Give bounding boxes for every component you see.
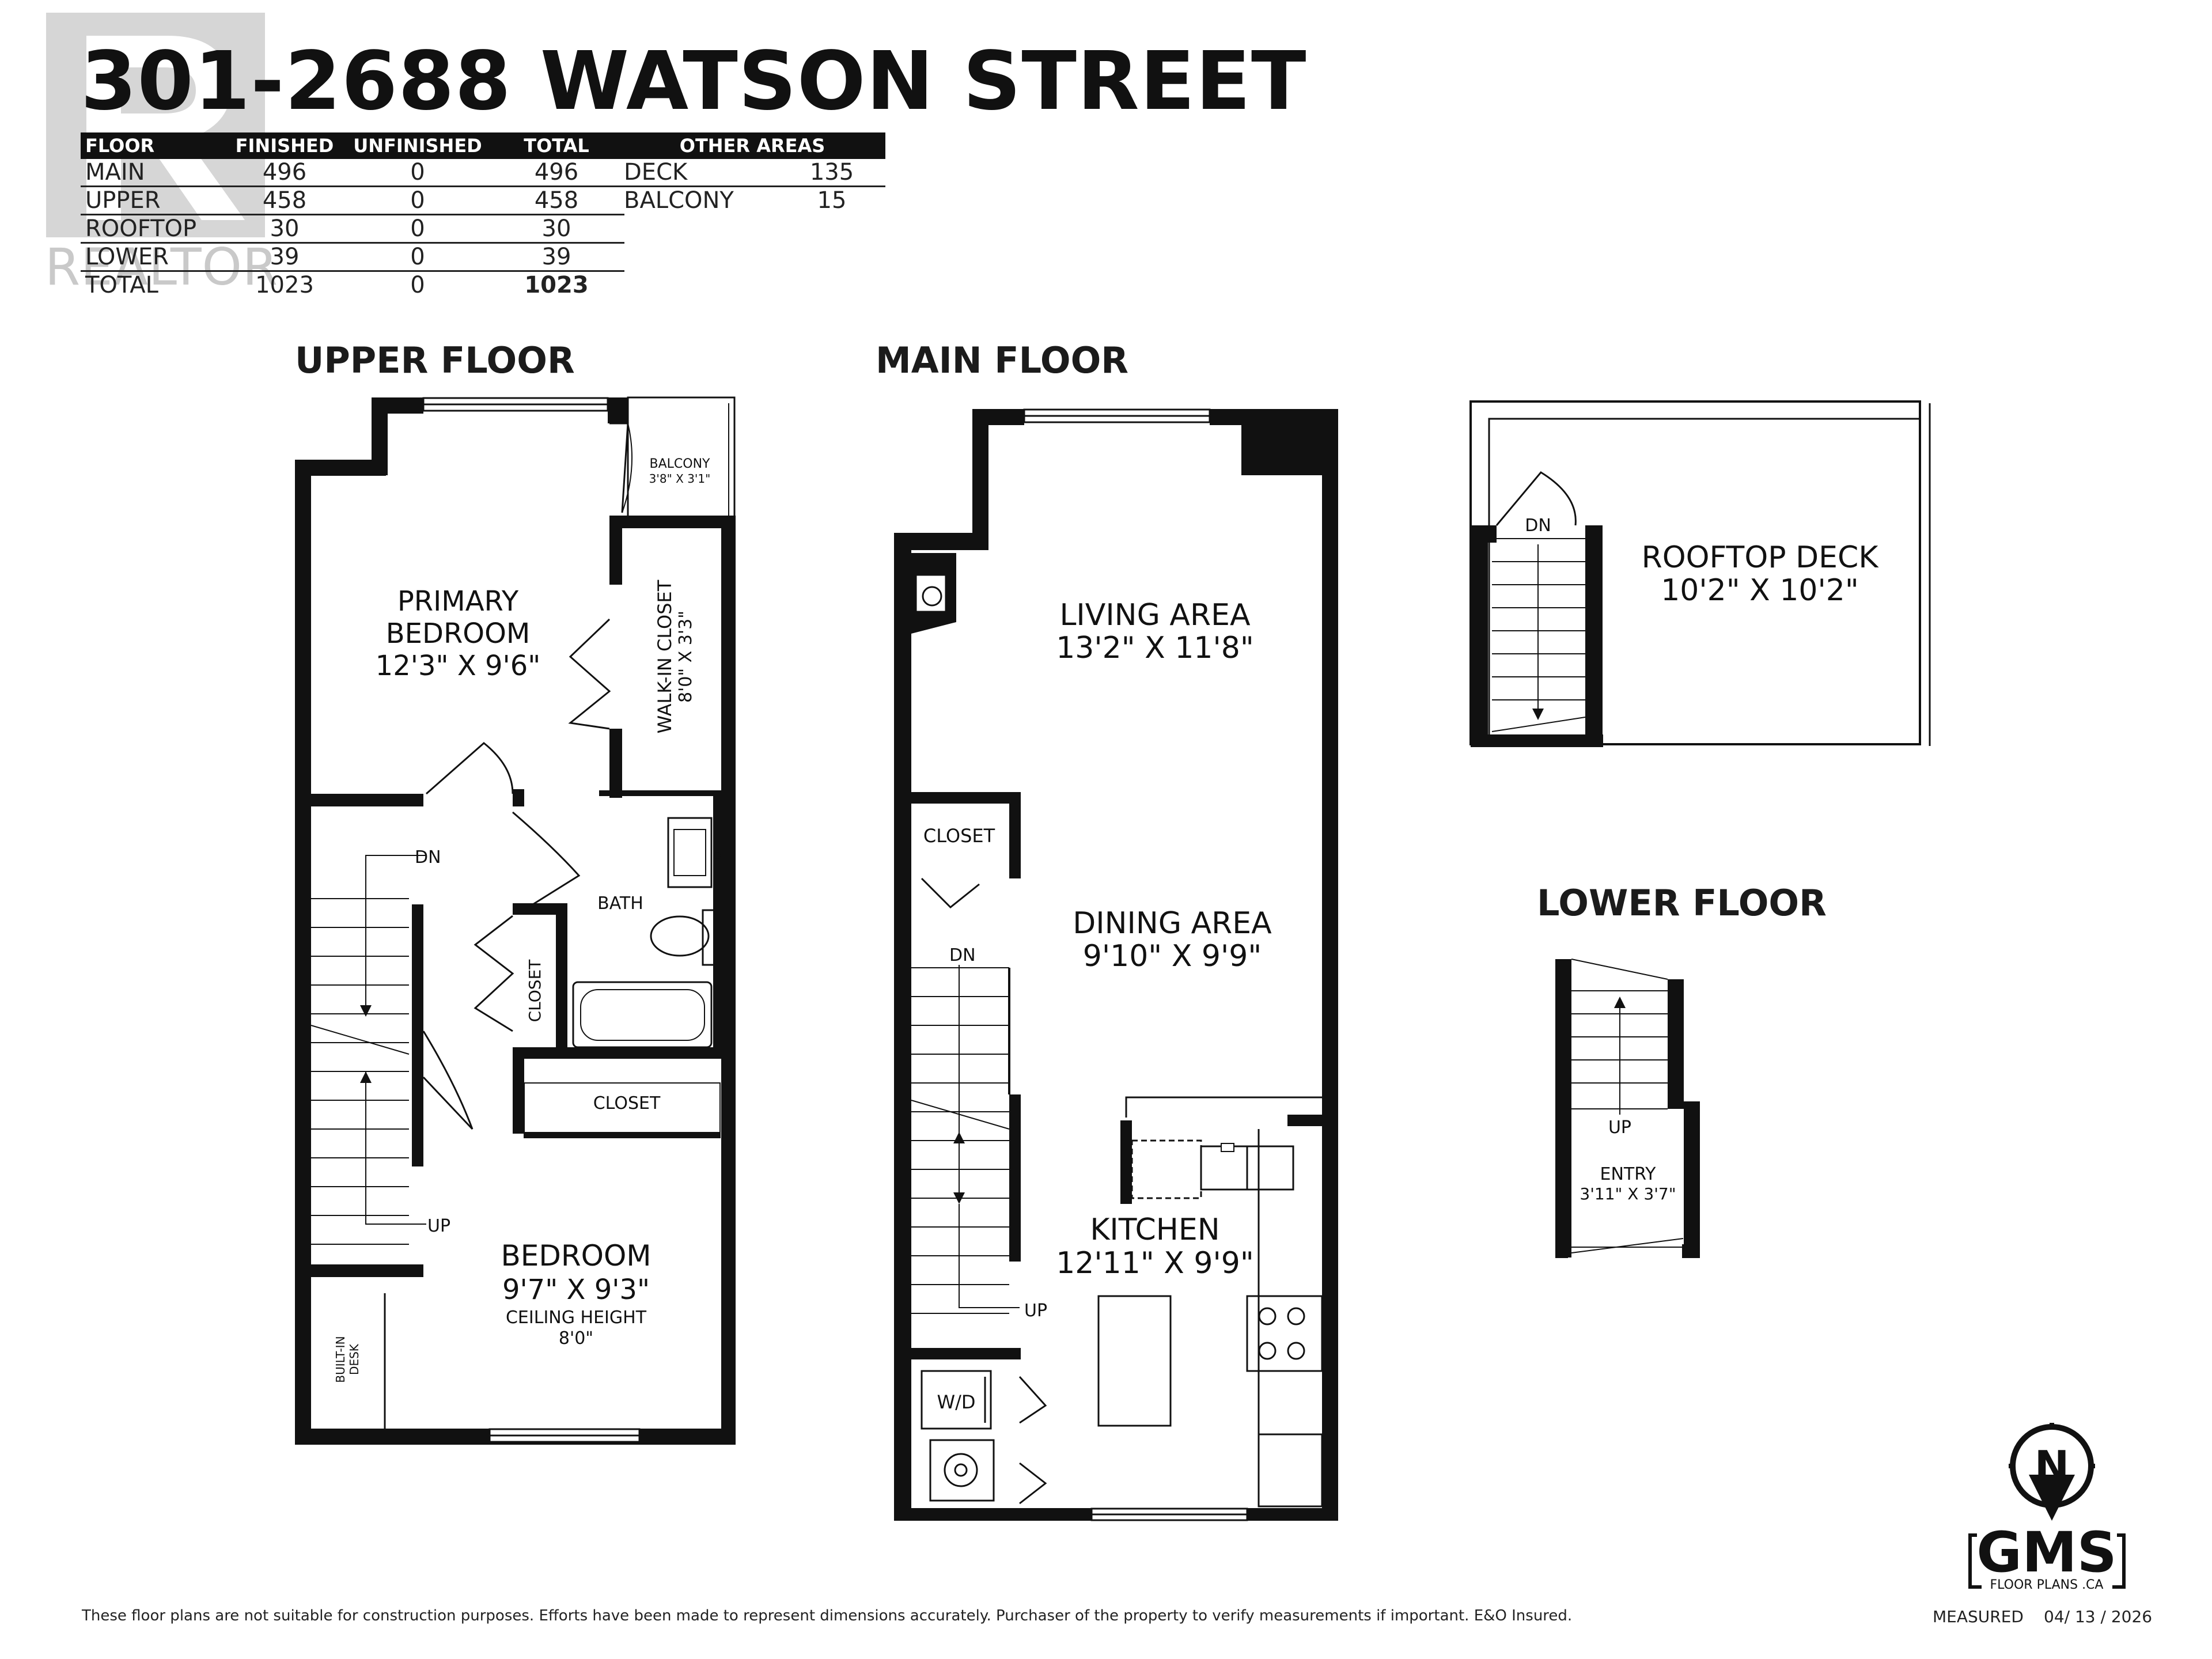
washer-dryer-label: W/D bbox=[937, 1391, 975, 1413]
table-cell: 30 bbox=[488, 214, 624, 244]
lower-floor-heading: LOWER FLOOR bbox=[1537, 882, 1827, 924]
kitchen-dims: 12'11" X 9'9" bbox=[1056, 1246, 1254, 1281]
table-row: BALCONY 15 bbox=[619, 187, 885, 214]
table-row: LOWER 39 0 39 bbox=[81, 243, 624, 272]
table-cell: 458 bbox=[488, 186, 624, 215]
rooftop-deck-label: ROOFTOP DECK bbox=[1642, 540, 1880, 575]
gms-logo: GMS FLOOR PLANS .CA bbox=[1968, 1520, 2126, 1592]
other-areas-header-row: OTHER AREAS bbox=[619, 132, 885, 159]
table-cell: LOWER bbox=[81, 243, 222, 272]
built-in-desk-label-1: BUILT-IN bbox=[334, 1336, 347, 1382]
measured-date: 04/ 13 / 2026 bbox=[2044, 1607, 2153, 1626]
bedroom-dims: 9'7" X 9'3" bbox=[502, 1274, 650, 1306]
table-row: MAIN 496 0 496 bbox=[81, 159, 624, 187]
table-row: UPPER 458 0 458 bbox=[81, 186, 624, 215]
table-cell: 0 bbox=[347, 214, 488, 244]
main-stairs-up-label: UP bbox=[1024, 1301, 1047, 1321]
upper-floor-plan: BALCONY 3'8" X 3'1" PRIMARY BEDROOM 12'3… bbox=[295, 396, 736, 1445]
primary-bedroom-label-1: PRIMARY bbox=[397, 585, 519, 618]
table-header: TOTAL bbox=[488, 132, 624, 159]
upper-floor-heading: UPPER FLOOR bbox=[295, 339, 575, 381]
table-cell: BALCONY bbox=[624, 187, 734, 214]
primary-bedroom-dims: 12'3" X 9'6" bbox=[376, 650, 541, 682]
table-cell: 0 bbox=[347, 159, 488, 187]
lower-floor-plan: UP ENTRY 3'11" X 3'7" bbox=[1555, 959, 1700, 1258]
table-cell: 458 bbox=[222, 186, 347, 215]
compass-north-label: N bbox=[2035, 1442, 2069, 1490]
table-header: FLOOR bbox=[81, 132, 222, 159]
bath-label: BATH bbox=[597, 893, 643, 914]
built-in-desk-label-2: DESK bbox=[347, 1343, 361, 1375]
lower-stairs-up-label: UP bbox=[1608, 1118, 1631, 1138]
table-cell: 496 bbox=[488, 159, 624, 187]
brand-subtitle: FLOOR PLANS .CA bbox=[1990, 1578, 2104, 1592]
disclaimer-text: These floor plans are not suitable for c… bbox=[82, 1607, 1573, 1624]
brand-name: GMS bbox=[1976, 1520, 2116, 1585]
table-cell: 1023 bbox=[524, 272, 589, 298]
table-cell: TOTAL bbox=[85, 272, 158, 298]
balcony-label: BALCONY bbox=[650, 457, 711, 471]
table-cell: 15 bbox=[817, 187, 847, 214]
stairs-down-label: DN bbox=[415, 847, 441, 868]
table-cell: 496 bbox=[222, 159, 347, 187]
table-row: DECK 135 bbox=[619, 159, 885, 187]
table-cell: MAIN bbox=[81, 159, 222, 187]
table-cell: 135 bbox=[778, 159, 885, 187]
floor-area-header-row: FLOOR FINISHED UNFINISHED TOTAL bbox=[81, 132, 624, 159]
primary-bedroom-label-2: BEDROOM bbox=[386, 618, 531, 650]
living-area-dims: 13'2" X 11'8" bbox=[1056, 631, 1254, 665]
table-cell: 30 bbox=[222, 214, 347, 244]
table-cell: 0 bbox=[347, 186, 488, 215]
table-cell: ROOFTOP bbox=[81, 214, 222, 244]
bedroom-closet-label: CLOSET bbox=[593, 1093, 661, 1113]
table-header: FINISHED bbox=[222, 132, 347, 159]
table-header: OTHER AREAS bbox=[619, 132, 885, 159]
table-cell: UPPER bbox=[81, 186, 222, 215]
main-floor-plan: LIVING AREA 13'2" X 11'8" CLOSET DINING … bbox=[894, 408, 1338, 1521]
main-stairs-down-label: DN bbox=[949, 945, 976, 965]
other-areas-table: OTHER AREAS DECK 135 BALCONY 15 bbox=[619, 132, 885, 214]
ceiling-height-label: CEILING HEIGHT bbox=[506, 1308, 647, 1328]
living-area-label: LIVING AREA bbox=[1059, 598, 1250, 632]
entry-label: ENTRY bbox=[1600, 1164, 1657, 1184]
balcony-dims: 3'8" X 3'1" bbox=[649, 472, 711, 486]
dining-area-dims: 9'10" X 9'9" bbox=[1083, 939, 1262, 974]
measured-label: MEASURED bbox=[1933, 1607, 2024, 1626]
entry-dims: 3'11" X 3'7" bbox=[1580, 1184, 1676, 1203]
table-cell: 0 bbox=[410, 272, 425, 298]
bedroom-label: BEDROOM bbox=[501, 1239, 652, 1272]
walk-in-closet-label: WALK-IN CLOSET bbox=[654, 579, 676, 733]
property-title: 301-2688 WATSON STREET bbox=[81, 35, 1307, 128]
table-header: UNFINISHED bbox=[347, 132, 488, 159]
table-cell: DECK bbox=[619, 159, 778, 187]
table-row-total: TOTAL 1023 0 1023 bbox=[81, 271, 624, 298]
kitchen-label: KITCHEN bbox=[1090, 1213, 1219, 1247]
dining-area-label: DINING AREA bbox=[1073, 906, 1272, 941]
table-cell: 39 bbox=[222, 243, 347, 272]
table-cell: 0 bbox=[347, 243, 488, 272]
rooftop-deck-dims: 10'2" X 10'2" bbox=[1661, 573, 1859, 608]
ceiling-height-value: 8'0" bbox=[559, 1328, 593, 1349]
table-cell: 39 bbox=[488, 243, 624, 272]
table-cell: 1023 bbox=[255, 272, 314, 298]
floor-area-table: FLOOR FINISHED UNFINISHED TOTAL MAIN 496… bbox=[81, 132, 624, 298]
main-floor-heading: MAIN FLOOR bbox=[876, 339, 1129, 381]
stairs-up-label: UP bbox=[427, 1216, 450, 1236]
hall-closet-label: CLOSET bbox=[525, 959, 544, 1022]
walk-in-closet-dims: 8'0" X 3'3" bbox=[676, 611, 696, 703]
main-closet-label: CLOSET bbox=[923, 825, 995, 847]
compass-icon: N bbox=[2009, 1423, 2095, 1521]
table-row: ROOFTOP 30 0 30 bbox=[81, 214, 624, 244]
rooftop-plan: DN ROOFTOP DECK 10'2" X 10'2" bbox=[1469, 400, 1931, 747]
rooftop-stairs-down-label: DN bbox=[1525, 516, 1551, 536]
